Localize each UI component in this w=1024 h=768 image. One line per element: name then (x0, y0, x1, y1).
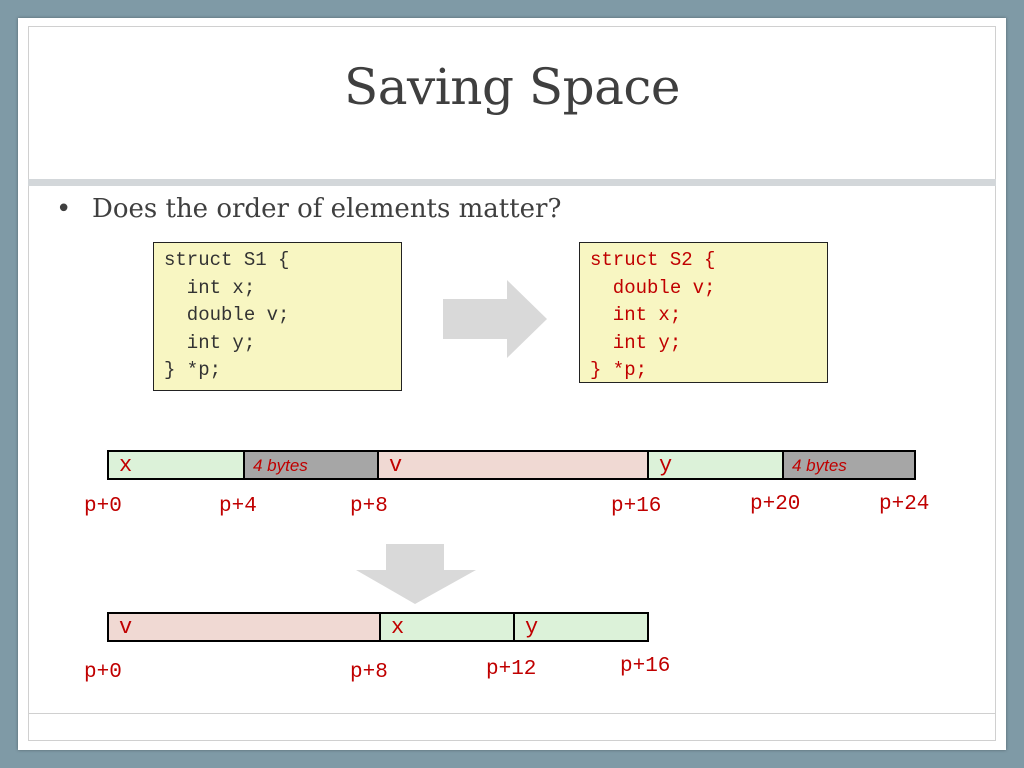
s1-memory-layout: x 4 bytes v y 4 bytes (107, 450, 916, 480)
code-line: struct S1 { (164, 249, 290, 271)
field-label: y (659, 453, 673, 478)
offset-label: p+20 (750, 493, 801, 516)
body-frame (28, 186, 996, 713)
offset-label: p+4 (219, 495, 257, 518)
offset-label: p+8 (350, 495, 388, 518)
field-label: x (119, 453, 133, 478)
s1-cell-x: x (109, 452, 243, 478)
slide: Saving Space • Does the order of elements… (18, 18, 1006, 750)
bullet-text: Does the order of elements matter? (92, 194, 562, 224)
s1-cell-y: y (647, 452, 782, 478)
padding-label: 4 bytes (253, 456, 308, 475)
s2-cell-v: v (109, 614, 379, 640)
footer-frame (28, 713, 996, 741)
struct-s1-code: struct S1 { int x; double v; int y; } *p… (153, 242, 402, 391)
right-arrow-icon (443, 280, 547, 358)
struct-s2-code: struct S2 { double v; int x; int y; } *p… (579, 242, 828, 383)
down-arrow-icon (356, 544, 476, 604)
field-label: x (391, 615, 405, 640)
s1-cell-v: v (377, 452, 647, 478)
code-line: } *p; (164, 359, 222, 381)
slide-title: Saving Space (343, 58, 681, 116)
offset-label: p+8 (350, 661, 388, 684)
offset-label: p+16 (611, 495, 662, 518)
code-line: struct S2 { (590, 249, 716, 271)
field-label: y (525, 615, 539, 640)
field-label: v (389, 453, 403, 478)
code-line: double v; (590, 276, 716, 299)
s1-cell-padding: 4 bytes (243, 452, 377, 478)
offset-label: p+16 (620, 655, 671, 678)
s2-cell-x: x (379, 614, 513, 640)
field-label: v (119, 615, 133, 640)
code-line: } *p; (590, 359, 648, 381)
code-line: int y; (164, 331, 256, 354)
title-divider (28, 179, 996, 186)
offset-label: p+0 (84, 495, 122, 518)
offset-label: p+12 (486, 658, 537, 681)
offset-label: p+24 (879, 493, 930, 516)
s2-cell-y: y (513, 614, 647, 640)
s2-memory-layout: v x y (107, 612, 649, 642)
code-line: double v; (164, 304, 290, 326)
code-line: int x; (590, 304, 682, 326)
code-line: int y; (590, 331, 682, 354)
bullet-item: • Does the order of elements matter? (56, 194, 561, 224)
title-frame (28, 26, 996, 185)
padding-label: 4 bytes (792, 456, 847, 475)
bullet-dot: • (56, 194, 72, 224)
code-line: int x; (164, 276, 256, 299)
s1-cell-padding: 4 bytes (782, 452, 914, 478)
offset-label: p+0 (84, 661, 122, 684)
